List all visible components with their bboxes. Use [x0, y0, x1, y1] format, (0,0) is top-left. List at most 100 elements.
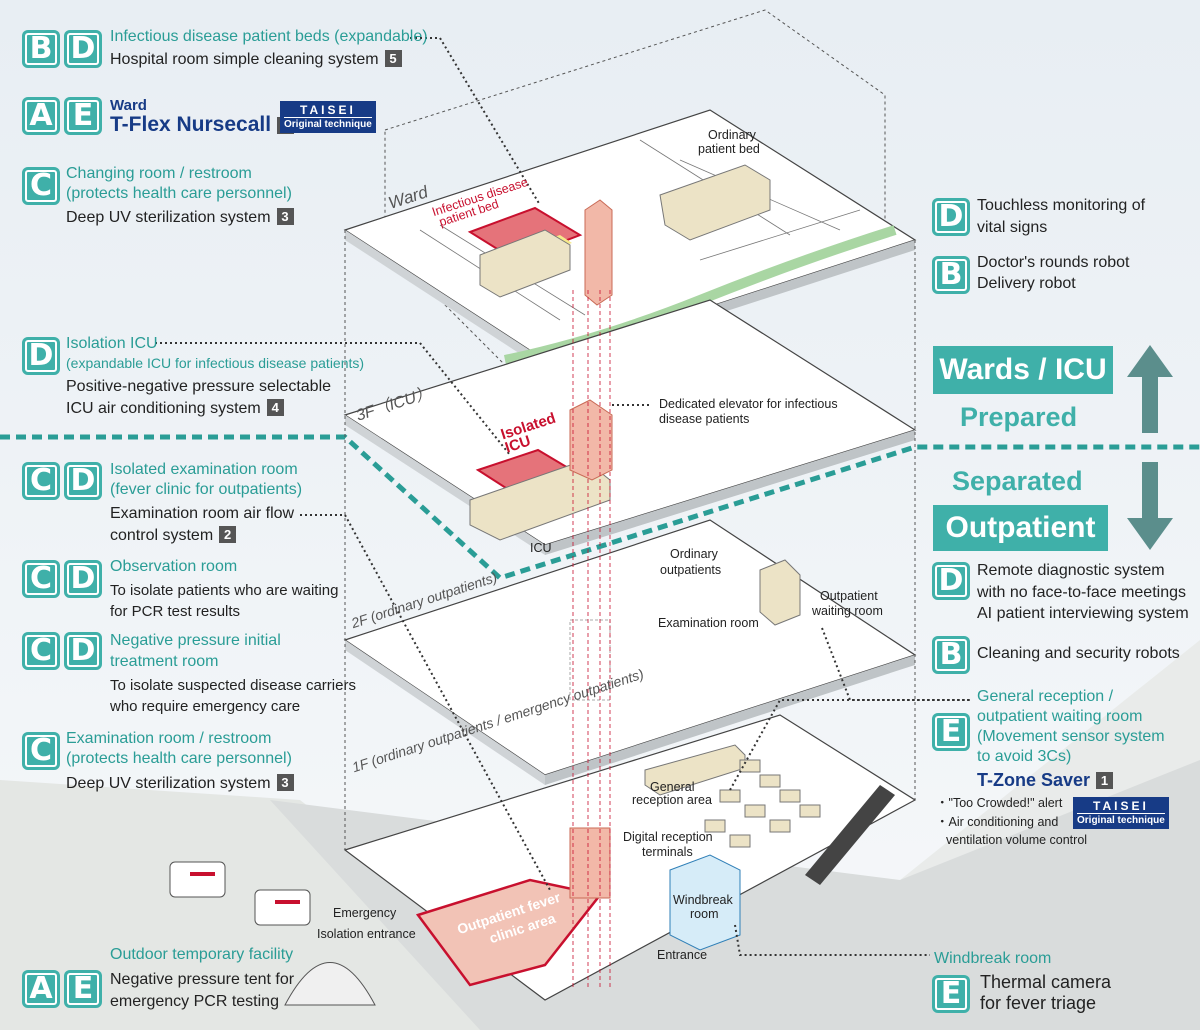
general-reception-label2: reception area: [632, 793, 712, 807]
general-reception-label1: General: [650, 780, 695, 794]
cleaning-line1: Cleaning and security robots: [977, 645, 1180, 662]
robots-line1: Doctor's rounds robot: [977, 254, 1130, 271]
touchless-line2: vital signs: [977, 219, 1048, 236]
building-outline: [344, 230, 916, 850]
windbreak-room-label1: Windbreak: [673, 893, 733, 907]
tent: [284, 962, 376, 1006]
c-icon: C: [22, 732, 60, 770]
ambulances: [169, 861, 311, 926]
digital-reception-label1: Digital reception: [623, 830, 713, 844]
observation-desc2: for PCR test results: [110, 603, 241, 620]
callout-lines: [155, 37, 970, 956]
reception-title3: (Movement sensor system: [977, 728, 1165, 745]
reception-bullet2: ・Air conditioning and: [936, 815, 1059, 829]
elevator-shaft: [572, 290, 611, 990]
icu-label: ICU: [530, 541, 552, 555]
floor2-edge: [345, 640, 545, 785]
windbreak-line1: Thermal camera: [980, 972, 1112, 992]
windbreak-line2: for fever triage: [980, 993, 1097, 1013]
ordinary-bed-label2: patient bed: [698, 142, 760, 156]
num-badge: 2: [219, 526, 237, 543]
num-badge: 5: [384, 50, 402, 67]
waiting-room-label1: Outpatient: [820, 589, 878, 603]
ordinary-bed-label1: Ordinary: [708, 128, 756, 142]
icu-slab-edge2: [545, 430, 915, 555]
ward-counter-right: [659, 164, 771, 241]
escalator: [805, 785, 895, 885]
exam-title1: Isolated examination room: [110, 461, 298, 478]
num-badge: 3: [276, 208, 294, 225]
e-icon: E: [932, 713, 970, 751]
a-icon: A: [22, 97, 60, 135]
emergency-label: Emergency: [333, 906, 397, 920]
divider-line: [0, 434, 1200, 581]
ward-counter-left: [479, 229, 571, 298]
exam-restroom-title2: (protects health care personnel): [66, 750, 292, 767]
c-icon: C: [22, 632, 60, 670]
robots-line2: Delivery robot: [977, 275, 1076, 292]
c-icon: C: [22, 560, 60, 598]
floor2-edge2: [545, 655, 915, 785]
outdoor-title: Outdoor temporary facility: [110, 946, 294, 963]
negative-desc2: who require emergency care: [110, 698, 301, 715]
windbreak-box: [669, 854, 741, 951]
outdoor-desc2: emergency PCR testing: [110, 993, 279, 1010]
down-arrow-icon: [1127, 462, 1173, 550]
up-arrow-icon: [1127, 345, 1173, 433]
e-icon: E: [64, 970, 102, 1008]
separated-label: Separated: [952, 466, 1083, 496]
nursecall-product: T-Flex Nursecall6: [110, 113, 295, 137]
icu-title1: Isolation ICU: [66, 335, 158, 352]
reception-title2: outpatient waiting room: [977, 708, 1143, 725]
windbreak-room-label2: room: [690, 907, 719, 921]
num-badge: 1: [1096, 772, 1114, 789]
waiting-benches: [704, 759, 821, 848]
changing-title2: (protects health care personnel): [66, 185, 292, 202]
windbreak-title: Windbreak room: [934, 950, 1052, 967]
d-icon: D: [932, 562, 970, 600]
d-icon: D: [64, 560, 102, 598]
prepared-label: Prepared: [960, 402, 1078, 432]
ward-slab-edge: [345, 230, 545, 370]
elevator-ward: [584, 199, 613, 306]
elevator-2f-ghost: [569, 619, 611, 701]
negative-desc1: To isolate suspected disease carriers: [110, 677, 356, 694]
fever-clinic-area: [415, 878, 603, 987]
reception-title4: to avoid 3Cs): [977, 748, 1072, 765]
isolation-entrance-label: Isolation entrance: [317, 927, 416, 941]
b-icon: B: [932, 256, 970, 294]
exam-restroom-title1: Examination room / restroom: [66, 730, 272, 747]
observation-desc1: To isolate patients who are waiting: [110, 582, 339, 599]
floor2-waiting-counter: [759, 559, 801, 626]
changing-title1: Changing room / restroom: [66, 165, 252, 182]
digital-reception-label2: terminals: [642, 845, 693, 859]
num-badge: 4: [266, 399, 284, 416]
beds-title: Infectious disease patient beds (expanda…: [110, 28, 428, 45]
remote-line3: AI patient interviewing system: [977, 605, 1189, 622]
b-icon: B: [22, 30, 60, 68]
elevator-label2: disease patients: [659, 412, 750, 426]
e-icon: E: [64, 97, 102, 135]
d-icon: D: [22, 337, 60, 375]
outdoor-desc1: Negative pressure tent for: [110, 971, 295, 988]
c-icon: C: [22, 167, 60, 205]
ward-label: Ward: [110, 97, 147, 114]
d-icon: D: [64, 30, 102, 68]
negative-title2: treatment room: [110, 653, 219, 670]
elevator-label1: Dedicated elevator for infectious: [659, 397, 838, 411]
reception-bullet1: ・"Too Crowded!" alert: [936, 796, 1063, 810]
entrance-label: Entrance: [657, 948, 708, 962]
touchless-line1: Touchless monitoring of: [977, 197, 1146, 214]
icu-title2: (expandable ICU for infectious disease p…: [66, 355, 365, 371]
d-icon: D: [64, 462, 102, 500]
observation-title: Observation room: [110, 558, 238, 575]
c-icon: C: [22, 462, 60, 500]
